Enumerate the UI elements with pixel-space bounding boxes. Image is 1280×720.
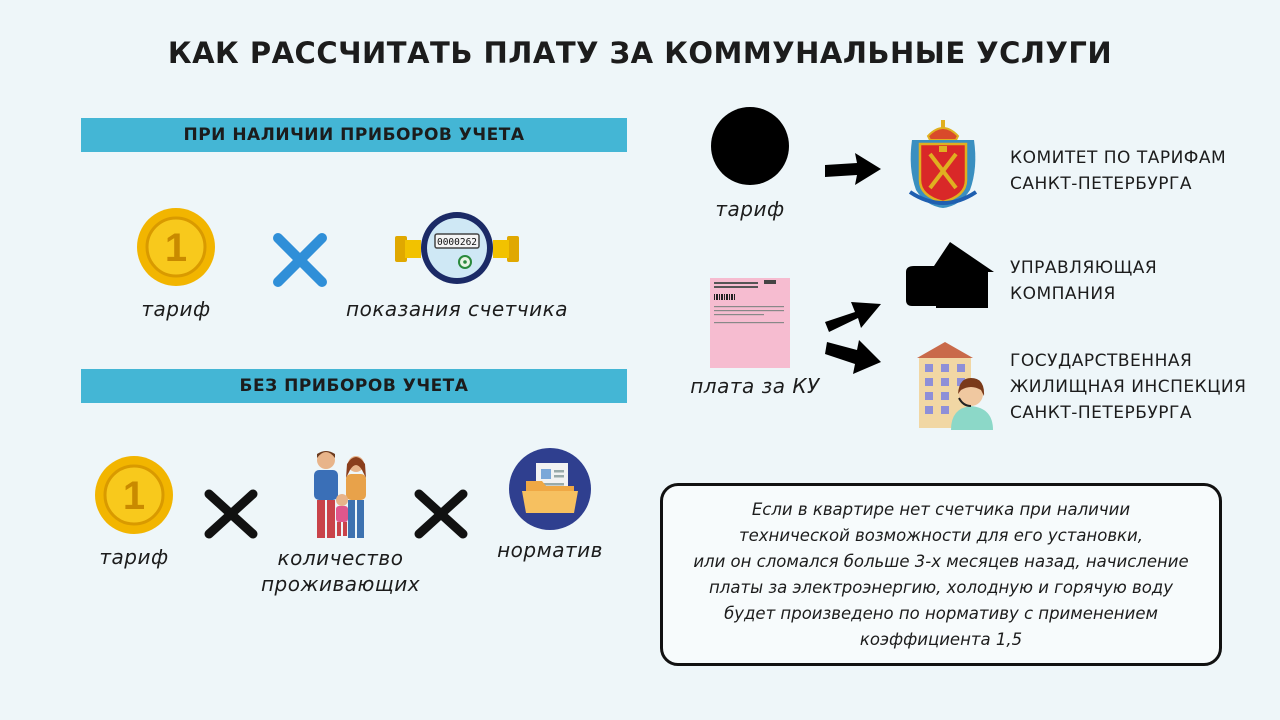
multiply-icon bbox=[204, 489, 258, 539]
tariff-label: тариф bbox=[141, 297, 211, 321]
coin-icon: 1 bbox=[94, 455, 174, 535]
tariff-label: тариф bbox=[715, 197, 785, 221]
family-icon bbox=[306, 448, 376, 542]
building-operator-icon bbox=[915, 342, 995, 430]
coin-icon: 1 bbox=[136, 207, 216, 287]
note-box: Если в квартире нет счетчика при наличии… bbox=[660, 483, 1222, 666]
coat-of-arms-icon bbox=[906, 118, 980, 210]
org-management-company: УПРАВЛЯЮЩАЯ КОМПАНИЯ bbox=[1010, 258, 1158, 304]
water-meter-icon: 0000262 bbox=[395, 212, 519, 284]
arrow-down-right-icon bbox=[825, 340, 881, 376]
tariff-label: тариф bbox=[99, 545, 169, 569]
org-housing-inspection: ГОСУДАРСТВЕННАЯ ЖИЛИЩНАЯ ИНСПЕКЦИЯ САНКТ… bbox=[1010, 351, 1247, 423]
section-header-with-meters: ПРИ НАЛИЧИИ ПРИБОРОВ УЧЕТА bbox=[81, 118, 627, 152]
coin-digit: 1 bbox=[123, 474, 145, 518]
folder-icon bbox=[508, 447, 592, 531]
hand-house-icon bbox=[906, 242, 998, 308]
arrow-up-right-icon bbox=[825, 296, 881, 336]
utility-bill-icon bbox=[710, 278, 790, 368]
org-tariff-committee: КОМИТЕТ ПО ТАРИФАМ САНКТ-ПЕТЕРБУРГА bbox=[1010, 148, 1227, 194]
bill-label: плата за КУ bbox=[690, 374, 820, 398]
meter-display: 0000262 bbox=[437, 237, 477, 248]
tariff-circle-icon bbox=[711, 107, 789, 185]
section-header-without-meters: БЕЗ ПРИБОРОВ УЧЕТА bbox=[81, 369, 627, 403]
note-text: Если в квартире нет счетчика при наличии… bbox=[693, 499, 1189, 649]
arrow-right-icon bbox=[825, 153, 881, 187]
page-title: КАК РАССЧИТАТЬ ПЛАТУ ЗА КОММУНАЛЬНЫЕ УСЛ… bbox=[167, 36, 1113, 70]
multiply-icon bbox=[414, 489, 468, 539]
meter-readings-label: показания счетчика bbox=[346, 297, 568, 321]
residents-label: количество проживающих bbox=[260, 546, 421, 596]
coin-digit: 1 bbox=[165, 226, 187, 270]
norm-label: норматив bbox=[497, 538, 603, 562]
multiply-icon bbox=[272, 232, 328, 288]
